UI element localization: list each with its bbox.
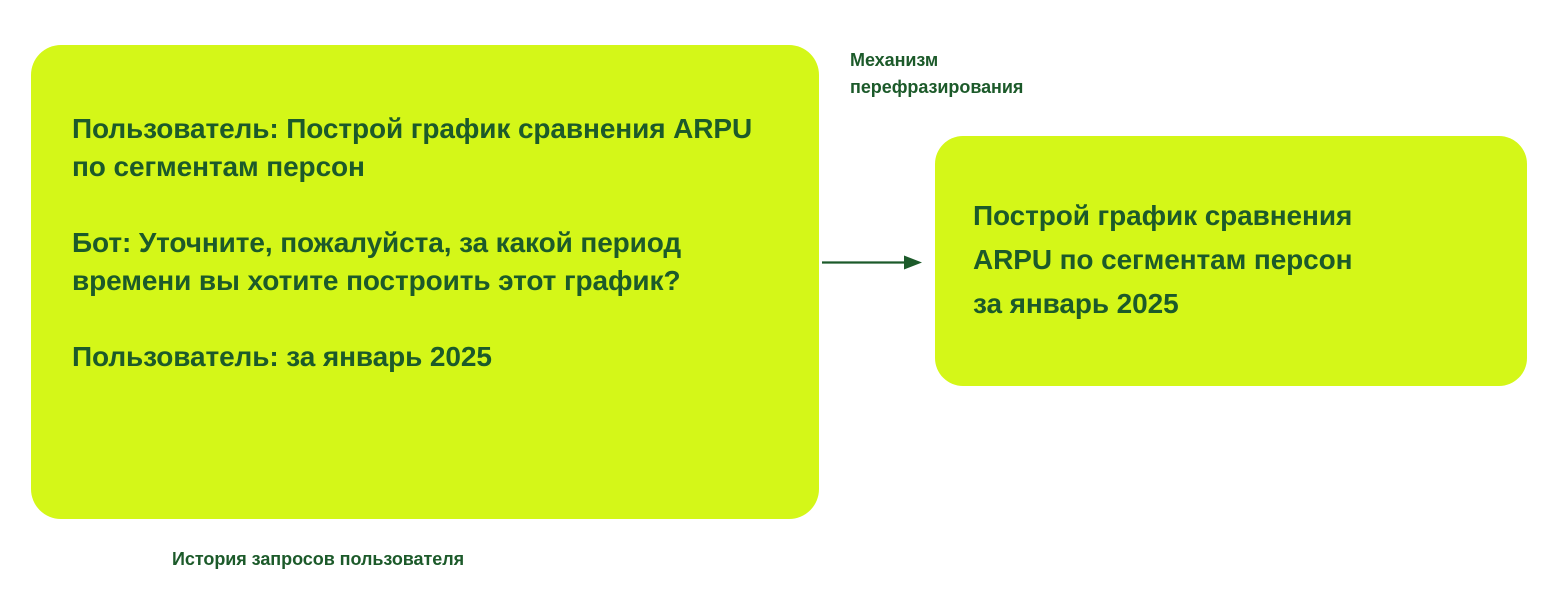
history-message-user-2: Пользователь: за январь 2025	[72, 341, 492, 372]
mechanism-label: Механизм перефразирования	[850, 50, 1024, 97]
history-message-user-1: Пользователь: Построй график сравнения A…	[72, 113, 753, 182]
history-message-bot: Бот: Уточните, пожалуйста, за какой пери…	[72, 227, 682, 296]
arrow-right-icon	[822, 255, 922, 270]
rephrased-line-1: Построй график сравнения	[973, 200, 1353, 231]
rephrased-line-2: ARPU по сегментам персон	[973, 244, 1353, 275]
history-card-caption: История запросов пользователя	[172, 549, 465, 569]
rephrased-line-3: за январь 2025	[973, 288, 1179, 319]
rephrased-card: Построй график сравнения ARPU по сегмент…	[935, 136, 1527, 386]
rephrased-card-text: Построй график сравнения ARPU по сегмент…	[973, 194, 1505, 326]
history-card-text: Пользователь: Построй график сравнения A…	[72, 110, 793, 376]
history-card: Пользователь: Построй график сравнения A…	[31, 45, 819, 519]
